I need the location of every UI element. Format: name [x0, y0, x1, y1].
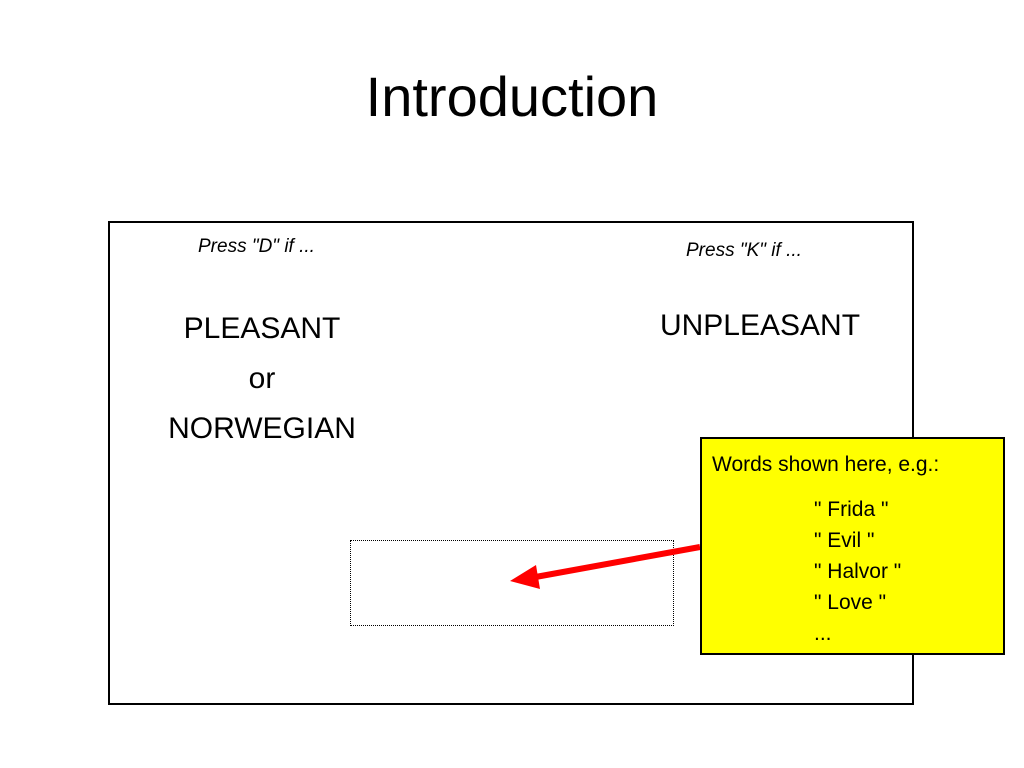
right-key-instruction: Press "K" if ... — [686, 240, 802, 261]
example-words-callout: Words shown here, e.g.: " Frida " " Evil… — [700, 437, 1005, 655]
left-key-instruction: Press "D" if ... — [198, 236, 315, 257]
left-category-norwegian: NORWEGIAN — [168, 412, 356, 445]
slide-title: Introduction — [365, 65, 659, 128]
left-category-labels: PLEASANT or NORWEGIAN — [140, 304, 384, 454]
left-category-or: or — [248, 362, 276, 395]
example-word: " Evil " — [814, 529, 875, 552]
stimulus-word-area — [350, 540, 674, 626]
callout-heading: Words shown here, e.g.: — [712, 453, 940, 476]
example-word: " Halvor " — [814, 560, 902, 583]
example-word-list: " Frida " " Evil " " Halvor " " Love " .… — [814, 494, 901, 649]
example-word-ellipsis: ... — [814, 622, 832, 645]
example-word: " Love " — [814, 591, 887, 614]
example-word: " Frida " — [814, 498, 889, 521]
left-category-pleasant: PLEASANT — [183, 312, 341, 345]
right-category-unpleasant: UNPLEASANT — [659, 309, 861, 342]
